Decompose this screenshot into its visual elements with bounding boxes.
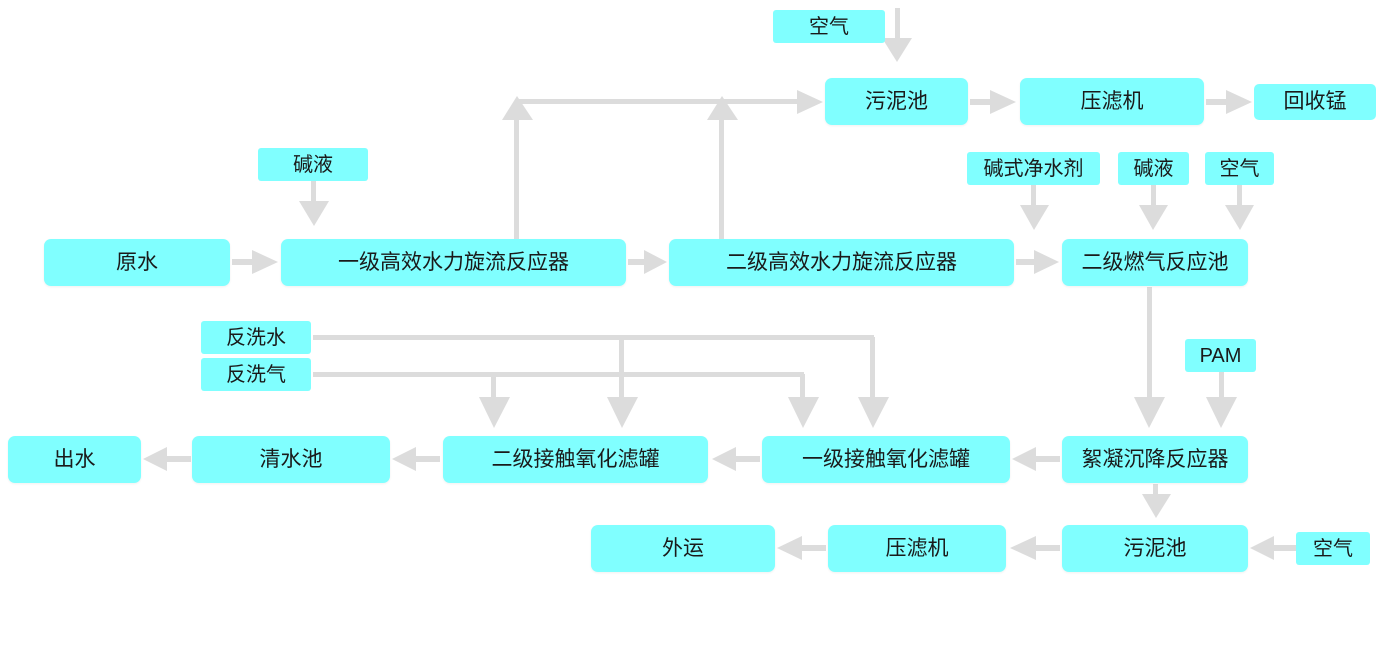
node-label: 压滤机	[885, 536, 949, 560]
node-raw_water[interactable]: 原水	[44, 239, 230, 286]
node-label: 污泥池	[1123, 536, 1187, 560]
node-label: 反洗气	[226, 363, 286, 386]
node-backwash_air[interactable]: 反洗气	[201, 358, 311, 391]
node-label: 污泥池	[865, 89, 928, 113]
node-label: 空气	[1313, 537, 1353, 560]
node-transport_out[interactable]: 外运	[591, 525, 775, 572]
node-air_bottom[interactable]: 空气	[1296, 532, 1370, 565]
node-label: PAM	[1199, 344, 1242, 367]
node-air_top[interactable]: 空气	[773, 10, 885, 43]
node-hydro_2[interactable]: 二级高效水力旋流反应器	[669, 239, 1014, 286]
node-alkali_2[interactable]: 碱液	[1118, 152, 1189, 185]
node-label: 碱式净水剂	[983, 157, 1084, 180]
node-label: 二级燃气反应池	[1081, 250, 1229, 274]
node-press_top[interactable]: 压滤机	[1020, 78, 1204, 125]
node-clear_pool[interactable]: 清水池	[192, 436, 390, 483]
node-label: 碱液	[293, 153, 333, 176]
node-label: 出水	[53, 447, 96, 471]
node-label: 空气	[1219, 157, 1260, 180]
node-label: 二级高效水力旋流反应器	[726, 250, 957, 274]
node-label: 絮凝沉降反应器	[1081, 447, 1229, 471]
node-recover_mn[interactable]: 回收锰	[1254, 84, 1376, 120]
node-label: 一级接触氧化滤罐	[802, 447, 970, 471]
node-label: 外运	[662, 536, 704, 560]
node-sludge_top[interactable]: 污泥池	[825, 78, 968, 125]
node-backwash_water[interactable]: 反洗水	[201, 321, 311, 354]
node-label: 清水池	[259, 447, 323, 471]
node-label: 碱液	[1133, 157, 1174, 180]
node-filter_2[interactable]: 二级接触氧化滤罐	[443, 436, 708, 483]
node-air_2[interactable]: 空气	[1205, 152, 1274, 185]
node-hydro_1[interactable]: 一级高效水力旋流反应器	[281, 239, 626, 286]
node-label: 一级高效水力旋流反应器	[338, 250, 569, 274]
node-press_bottom[interactable]: 压滤机	[828, 525, 1006, 572]
node-floc_reactor[interactable]: 絮凝沉降反应器	[1062, 436, 1248, 483]
node-label: 二级接触氧化滤罐	[491, 447, 660, 471]
node-sludge_bottom[interactable]: 污泥池	[1062, 525, 1248, 572]
node-label: 原水	[116, 250, 158, 274]
node-gas_reactor[interactable]: 二级燃气反应池	[1062, 239, 1248, 286]
node-label: 空气	[809, 15, 849, 38]
node-label: 反洗水	[226, 326, 286, 349]
node-pam[interactable]: PAM	[1185, 339, 1256, 372]
node-purifier[interactable]: 碱式净水剂	[967, 152, 1100, 185]
node-alkali_1[interactable]: 碱液	[258, 148, 368, 181]
node-effluent[interactable]: 出水	[8, 436, 141, 483]
node-label: 压滤机	[1080, 89, 1144, 113]
node-filter_1[interactable]: 一级接触氧化滤罐	[762, 436, 1010, 483]
node-label: 回收锰	[1283, 90, 1347, 114]
